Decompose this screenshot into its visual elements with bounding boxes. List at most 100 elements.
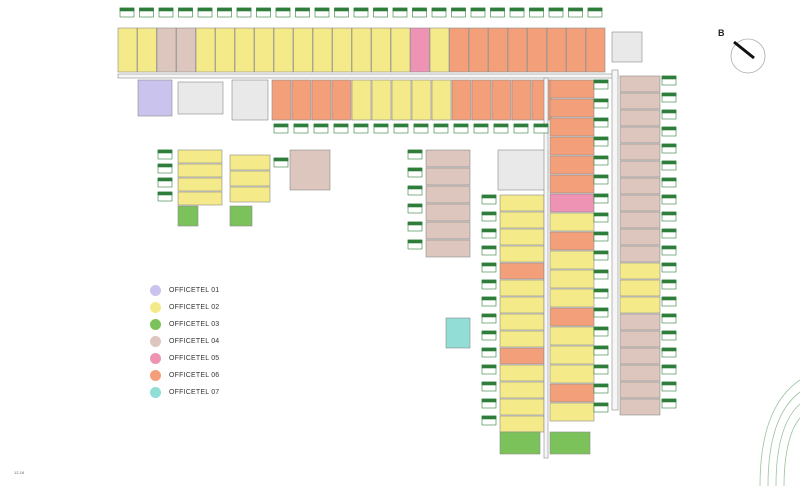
unit-tag-header	[593, 326, 609, 331]
unit-officetel-02	[619, 296, 661, 314]
unit-officetel-06	[291, 79, 312, 121]
unit-tag-header	[481, 194, 497, 199]
unit-officetel-04	[619, 381, 661, 399]
unit-tag-header	[481, 313, 497, 318]
unit-tag-header	[407, 221, 423, 226]
legend-item-officetel-03: OFFICETEL 03	[150, 316, 270, 333]
unit-tag-header	[593, 155, 609, 160]
unit-tag-header	[157, 191, 173, 196]
unit-officetel-04	[619, 313, 661, 331]
unit-officetel-02	[293, 27, 313, 73]
unit-officetel-02	[499, 211, 545, 229]
unit-officetel-02	[177, 191, 223, 206]
unit-officetel-02	[371, 79, 392, 121]
unit-officetel-02	[499, 279, 545, 297]
legend-swatch	[150, 285, 161, 296]
unit-officetel-06	[491, 79, 512, 121]
unit-tag-header	[593, 79, 609, 84]
unit-tag-header	[490, 7, 505, 12]
unit-tag-header	[481, 228, 497, 233]
unit-officetel-02	[499, 364, 545, 382]
unit-officetel-04	[289, 149, 331, 191]
unit-tag-header	[661, 313, 677, 318]
legend-label: OFFICETEL 05	[169, 355, 220, 362]
unit-officetel-02	[499, 330, 545, 348]
unit-officetel-04	[156, 27, 177, 73]
legend-swatch	[150, 319, 161, 330]
unit-tag-header	[593, 250, 609, 255]
unit-officetel-03	[499, 431, 541, 455]
unit-tag-header	[157, 163, 173, 168]
unit-tag-header	[661, 160, 677, 165]
unit-tag-header	[481, 296, 497, 301]
unit-officetel-04	[619, 347, 661, 365]
unit-officetel-03	[549, 431, 591, 455]
unit-tag-header	[661, 211, 677, 216]
unit-tag-header	[157, 177, 173, 182]
unit-officetel-06	[549, 79, 595, 99]
corridor	[543, 77, 549, 459]
unit-officetel-04	[425, 239, 471, 258]
core-block	[611, 31, 643, 63]
unit-officetel-02	[215, 27, 235, 73]
unit-officetel-02	[229, 154, 271, 171]
unit-tag-header	[217, 7, 232, 12]
unit-tag-header	[661, 109, 677, 114]
unit-officetel-02	[499, 296, 545, 314]
compass-label: B	[718, 28, 725, 38]
unit-officetel-04	[619, 211, 661, 229]
unit-officetel-02	[229, 170, 271, 187]
unit-officetel-02	[411, 79, 432, 121]
unit-officetel-04	[619, 160, 661, 178]
unit-tag-header	[407, 203, 423, 208]
unit-officetel-02	[195, 27, 216, 73]
unit-tag-header	[513, 123, 529, 128]
unit-tag-header	[593, 193, 609, 198]
legend-swatch	[150, 370, 161, 381]
unit-tag-header	[470, 7, 486, 12]
unit-officetel-06	[471, 79, 492, 121]
unit-officetel-01	[137, 79, 173, 117]
unit-officetel-06	[499, 262, 545, 280]
unit-officetel-04	[619, 126, 661, 144]
unit-tag-header	[481, 364, 497, 369]
unit-tag-header	[407, 185, 423, 190]
unit-officetel-04	[619, 228, 661, 246]
legend-item-officetel-05: OFFICETEL 05	[150, 350, 270, 367]
unit-tag-header	[661, 381, 677, 386]
unit-officetel-02	[549, 288, 595, 308]
unit-officetel-02	[619, 279, 661, 297]
unit-tag-header	[334, 7, 349, 12]
unit-tag-header	[593, 383, 609, 388]
unit-tag-header	[661, 92, 677, 97]
unit-tag-layer	[119, 7, 677, 426]
unit-officetel-02	[229, 186, 271, 203]
unit-tag-header	[407, 149, 423, 154]
unit-officetel-04	[425, 203, 471, 222]
unit-officetel-02	[177, 149, 223, 164]
legend-label: OFFICETEL 04	[169, 338, 220, 345]
unit-officetel-04	[425, 221, 471, 240]
unit-officetel-02	[391, 79, 412, 121]
unit-officetel-02	[549, 402, 595, 422]
unit-tag-header	[529, 7, 544, 12]
unit-officetel-06	[499, 347, 545, 365]
unit-tag-header	[178, 7, 193, 12]
unit-officetel-06	[546, 27, 567, 73]
unit-tag-header	[593, 136, 609, 141]
unit-officetel-03	[229, 205, 253, 227]
unit-officetel-02	[390, 27, 411, 73]
unit-tag-header	[256, 7, 271, 12]
unit-officetel-04	[619, 143, 661, 161]
unit-officetel-02	[549, 269, 595, 289]
unit-officetel-06	[549, 231, 595, 251]
unit-officetel-06	[311, 79, 332, 121]
unit-officetel-06	[271, 79, 292, 121]
unit-officetel-06	[449, 27, 469, 73]
unit-officetel-02	[499, 313, 545, 331]
unit-tag-header	[407, 239, 423, 244]
unit-tag-header	[158, 7, 174, 12]
unit-tag-header	[314, 7, 330, 12]
unit-officetel-06	[549, 174, 595, 194]
unit-tag-header	[661, 126, 677, 131]
